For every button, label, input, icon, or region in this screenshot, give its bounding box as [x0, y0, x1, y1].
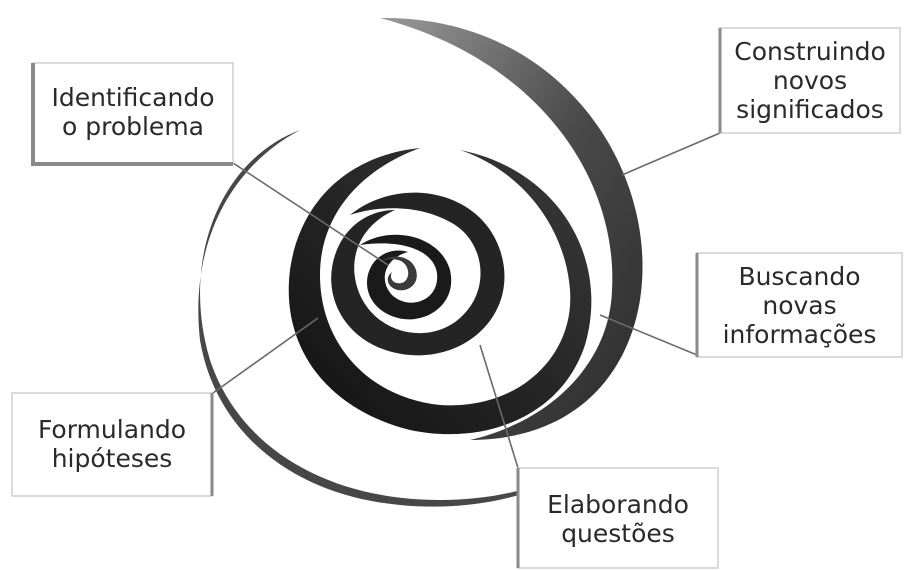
- label-buscando-line-3: informações: [722, 320, 877, 349]
- spiral-ribbons: [198, 17, 643, 507]
- leader-elaborando: [479, 344, 519, 469]
- leader-identificando: [232, 162, 389, 266]
- box-formulando: [11, 392, 214, 497]
- spiral-ribbon-outer: [380, 17, 643, 440]
- leader-lines: [212, 132, 721, 469]
- label-identificando-line-1: Identificando: [51, 83, 215, 112]
- leader-construindo: [621, 132, 721, 176]
- label-boxes: [11, 27, 903, 569]
- label-formulando-line-1: Formulando: [37, 415, 187, 444]
- label-formulando-line-2: hipóteses: [51, 444, 173, 473]
- spiral-ribbon-center: [380, 256, 417, 291]
- label-construindo-line-1: Construindo: [734, 37, 886, 66]
- box-buscando: [695, 252, 903, 358]
- label-construindo: Construindo novos significados: [720, 37, 900, 124]
- box-identificando: [31, 62, 234, 166]
- label-elaborando-line-2: questões: [561, 519, 675, 548]
- label-buscando-line-1: Buscando: [738, 262, 861, 291]
- label-construindo-line-2: novos: [772, 66, 848, 95]
- box-construindo: [718, 27, 901, 134]
- label-construindo-line-3: significados: [736, 95, 884, 124]
- leader-formulando: [212, 317, 319, 394]
- spiral-ribbon-inner: [331, 192, 505, 356]
- label-elaborando: Elaborando questões: [518, 490, 718, 548]
- spiral-ribbon-core: [360, 234, 452, 320]
- label-identificando-line-2: o problema: [61, 112, 204, 141]
- label-identificando: Identificando o problema: [33, 83, 233, 141]
- label-buscando-line-2: novas: [762, 291, 837, 320]
- box-elaborando: [516, 467, 719, 569]
- label-buscando: Buscando novas informações: [697, 262, 902, 349]
- leader-buscando: [599, 314, 698, 356]
- spiral-ribbon-left: [198, 130, 575, 507]
- label-formulando: Formulando hipóteses: [12, 415, 212, 473]
- label-elaborando-line-1: Elaborando: [547, 490, 689, 519]
